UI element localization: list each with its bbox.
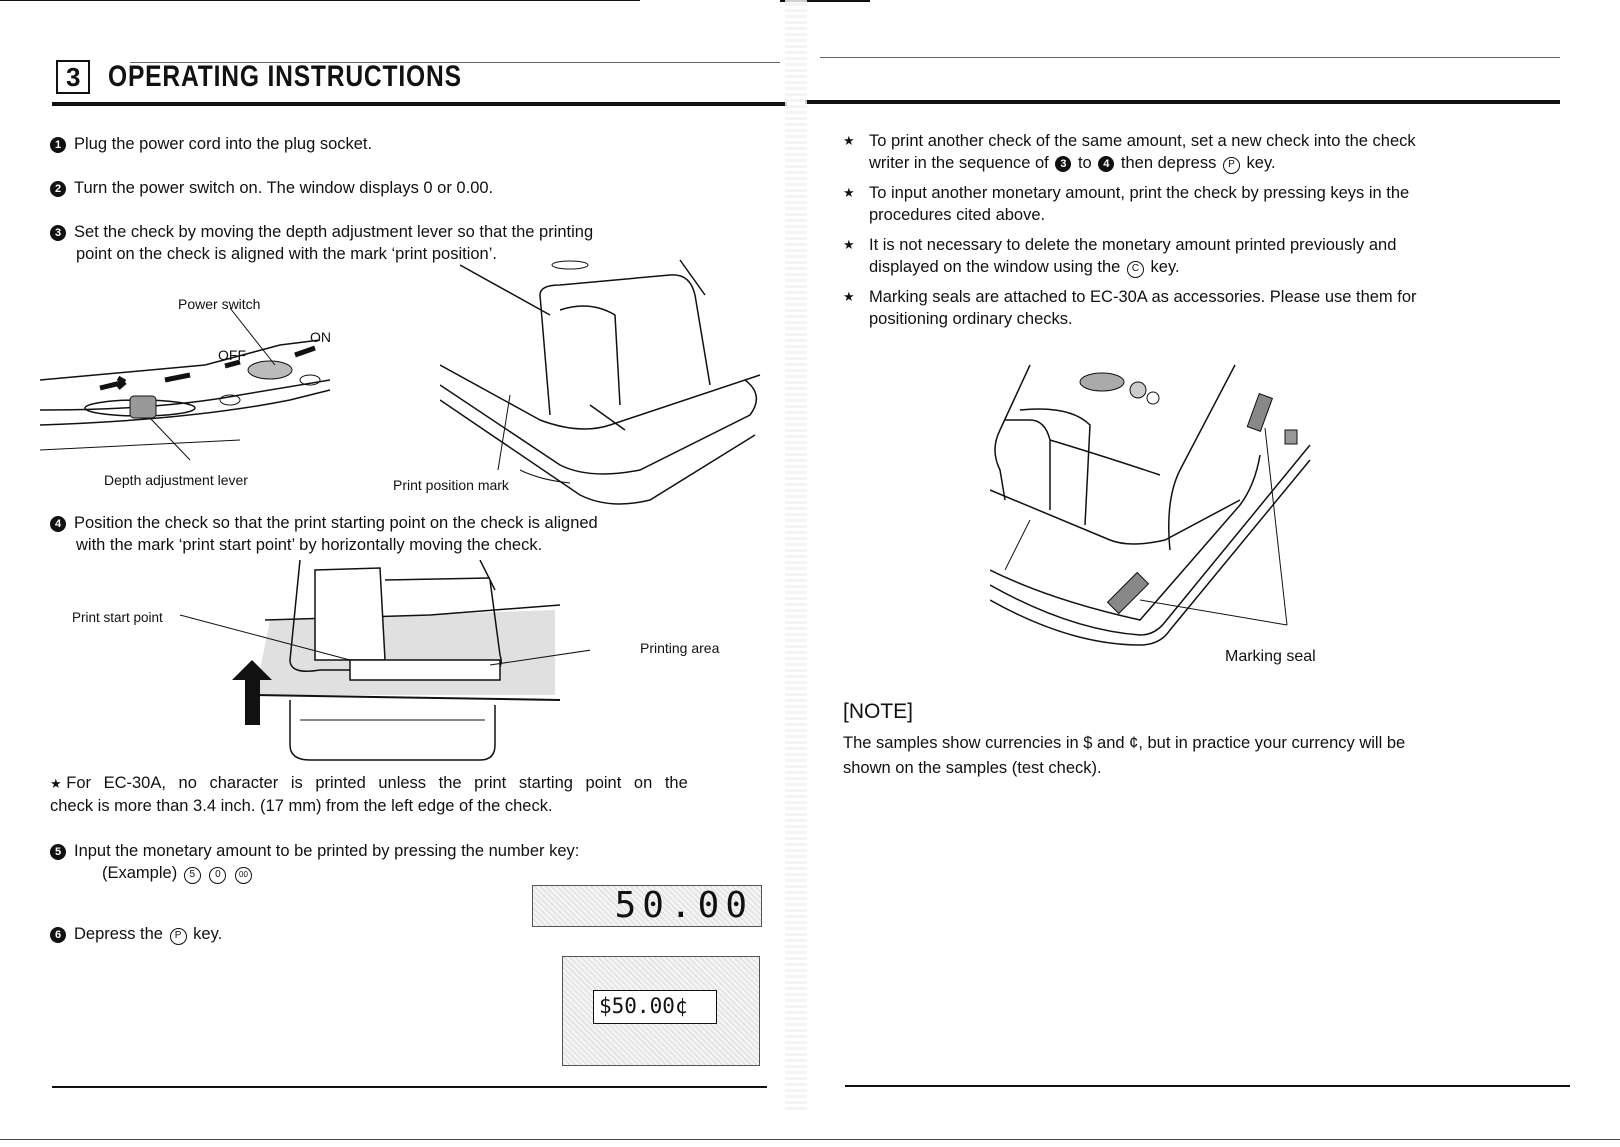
right-note-3-key-c-icon: C — [1126, 260, 1144, 278]
bottom-rule-left — [52, 1086, 767, 1088]
right-note-3-line1: It is not necessary to delete the moneta… — [869, 236, 1397, 254]
right-note-1-line2b: then depress — [1120, 154, 1217, 172]
right-note-1-line1: To print another check of the same amoun… — [869, 132, 1416, 150]
step-5-example-label: (Example) — [102, 864, 178, 882]
right-note-3: ★ It is not necessary to delete the mone… — [843, 234, 1397, 278]
step-3-line2: point on the check is aligned with the m… — [76, 245, 497, 263]
section-title: OPERATING INSTRUCTIONS — [108, 60, 463, 93]
right-note-1-from-bullet: 3 — [1055, 156, 1072, 172]
step-6: 6 Depress the P key. — [50, 923, 222, 945]
key-0-icon: 0 — [209, 866, 227, 884]
ec30a-line2: check is more than 3.4 inch. (17 mm) fro… — [50, 797, 553, 815]
right-note-4: ★ Marking seals are attached to EC-30A a… — [843, 286, 1417, 330]
page-gutter — [785, 0, 807, 1110]
print-position-illustration — [440, 259, 761, 505]
right-note-4-line2: positioning ordinary checks. — [869, 310, 1073, 328]
page-bottom-edge — [0, 1139, 1620, 1140]
right-note-3-end: key. — [1150, 258, 1180, 276]
marking-seal-label: Marking seal — [1225, 648, 1316, 665]
step-3-bullet: 3 — [50, 225, 66, 241]
section-header: 3 OPERATING INSTRUCTIONS — [56, 60, 540, 94]
step-6-bullet: 6 — [50, 927, 66, 943]
right-note-2-star: ★ — [843, 185, 855, 200]
printed-sample-frame — [593, 990, 717, 1024]
right-note-1: ★ To print another check of the same amo… — [843, 130, 1416, 174]
lcd-display: 50.00 — [532, 885, 762, 927]
step-4-line2: with the mark ‘print start point’ by hor… — [76, 536, 543, 554]
right-note-4-star: ★ — [843, 289, 855, 304]
right-note-1-star: ★ — [843, 133, 855, 148]
section-number: 3 — [56, 60, 91, 94]
header-rule-left — [52, 102, 787, 106]
on-label: ON — [310, 329, 331, 345]
step-1-text: Plug the power cord into the plug socket… — [74, 135, 373, 153]
ec30a-line1: For EC-30A, no character is printed unle… — [66, 774, 688, 792]
header-thin-rule — [130, 62, 780, 63]
power-switch-illustration — [40, 307, 331, 461]
right-note-1-to-bullet: 4 — [1098, 156, 1115, 172]
printing-area-label: Printing area — [640, 640, 720, 656]
step-1: 1 Plug the power cord into the plug socke… — [50, 133, 372, 155]
step-2-bullet: 2 — [50, 181, 66, 197]
right-note-2: ★ To input another monetary amount, prin… — [843, 182, 1410, 226]
key-5-icon: 5 — [183, 866, 201, 884]
top-rule-left — [0, 0, 640, 1]
right-note-1-line2a: writer in the sequence of — [869, 154, 1049, 172]
step-4-bullet: 4 — [50, 516, 66, 532]
right-note-2-line2: procedures cited above. — [869, 206, 1046, 224]
step-3: 3 Set the check by moving the depth adjus… — [50, 221, 593, 265]
step-5: 5 Input the monetary amount to be printed… — [50, 840, 579, 884]
step-5-text: Input the monetary amount to be printed … — [74, 842, 580, 860]
ec30a-note: ★ For EC-30A, no character is printed un… — [50, 772, 735, 817]
right-note-1-mid: to — [1077, 154, 1092, 172]
right-note-2-line1: To input another monetary amount, print … — [869, 184, 1410, 202]
step-5-bullet: 5 — [50, 844, 66, 860]
step-3-line1: Set the check by moving the depth adjust… — [74, 223, 594, 241]
header-thin-rule-right — [820, 57, 1560, 58]
key-00-icon: 00 — [234, 866, 252, 884]
right-note-4-line1: Marking seals are attached to EC-30A as … — [869, 288, 1417, 306]
note-heading: [NOTE] — [843, 700, 914, 723]
print-start-illustration — [179, 560, 590, 761]
print-start-label: Print start point — [72, 610, 163, 625]
ec30a-star: ★ — [50, 776, 62, 791]
right-note-3-star: ★ — [843, 237, 855, 252]
top-rule-mid — [780, 0, 870, 2]
print-position-label: Print position mark — [393, 477, 509, 493]
printed-sample-box: $50.00¢ — [562, 956, 760, 1066]
step-6-text-before: Depress the — [74, 925, 163, 943]
note-body: The samples show currencies in $ and ¢, … — [843, 731, 1405, 781]
header-rule-right — [805, 100, 1560, 104]
note-line2: shown on the samples (test check). — [843, 759, 1102, 777]
right-note-1-key-p-icon: P — [1222, 156, 1240, 174]
step-2: 2 Turn the power switch on. The window di… — [50, 177, 493, 199]
step-4: 4 Position the check so that the print st… — [50, 512, 598, 556]
lcd-display-value: 50.00 — [614, 885, 753, 926]
power-switch-label: Power switch — [178, 296, 261, 312]
marking-seal-illustration — [990, 364, 1311, 646]
depth-lever-label: Depth adjustment lever — [104, 472, 248, 488]
step-6-text-after: key. — [193, 925, 223, 943]
right-note-1-end: key. — [1246, 154, 1276, 172]
off-label: OFF — [218, 347, 246, 363]
printed-sample-value: $50.00¢ — [599, 994, 688, 1018]
bottom-rule-right — [845, 1085, 1570, 1087]
step-2-text: Turn the power switch on. The window dis… — [74, 179, 494, 197]
step-1-bullet: 1 — [50, 137, 66, 153]
note-line1: The samples show currencies in $ and ¢, … — [843, 734, 1406, 752]
step-4-line1: Position the check so that the print sta… — [74, 514, 598, 532]
right-note-3-line2a: displayed on the window using the — [869, 258, 1121, 276]
key-p-icon: P — [169, 927, 187, 945]
